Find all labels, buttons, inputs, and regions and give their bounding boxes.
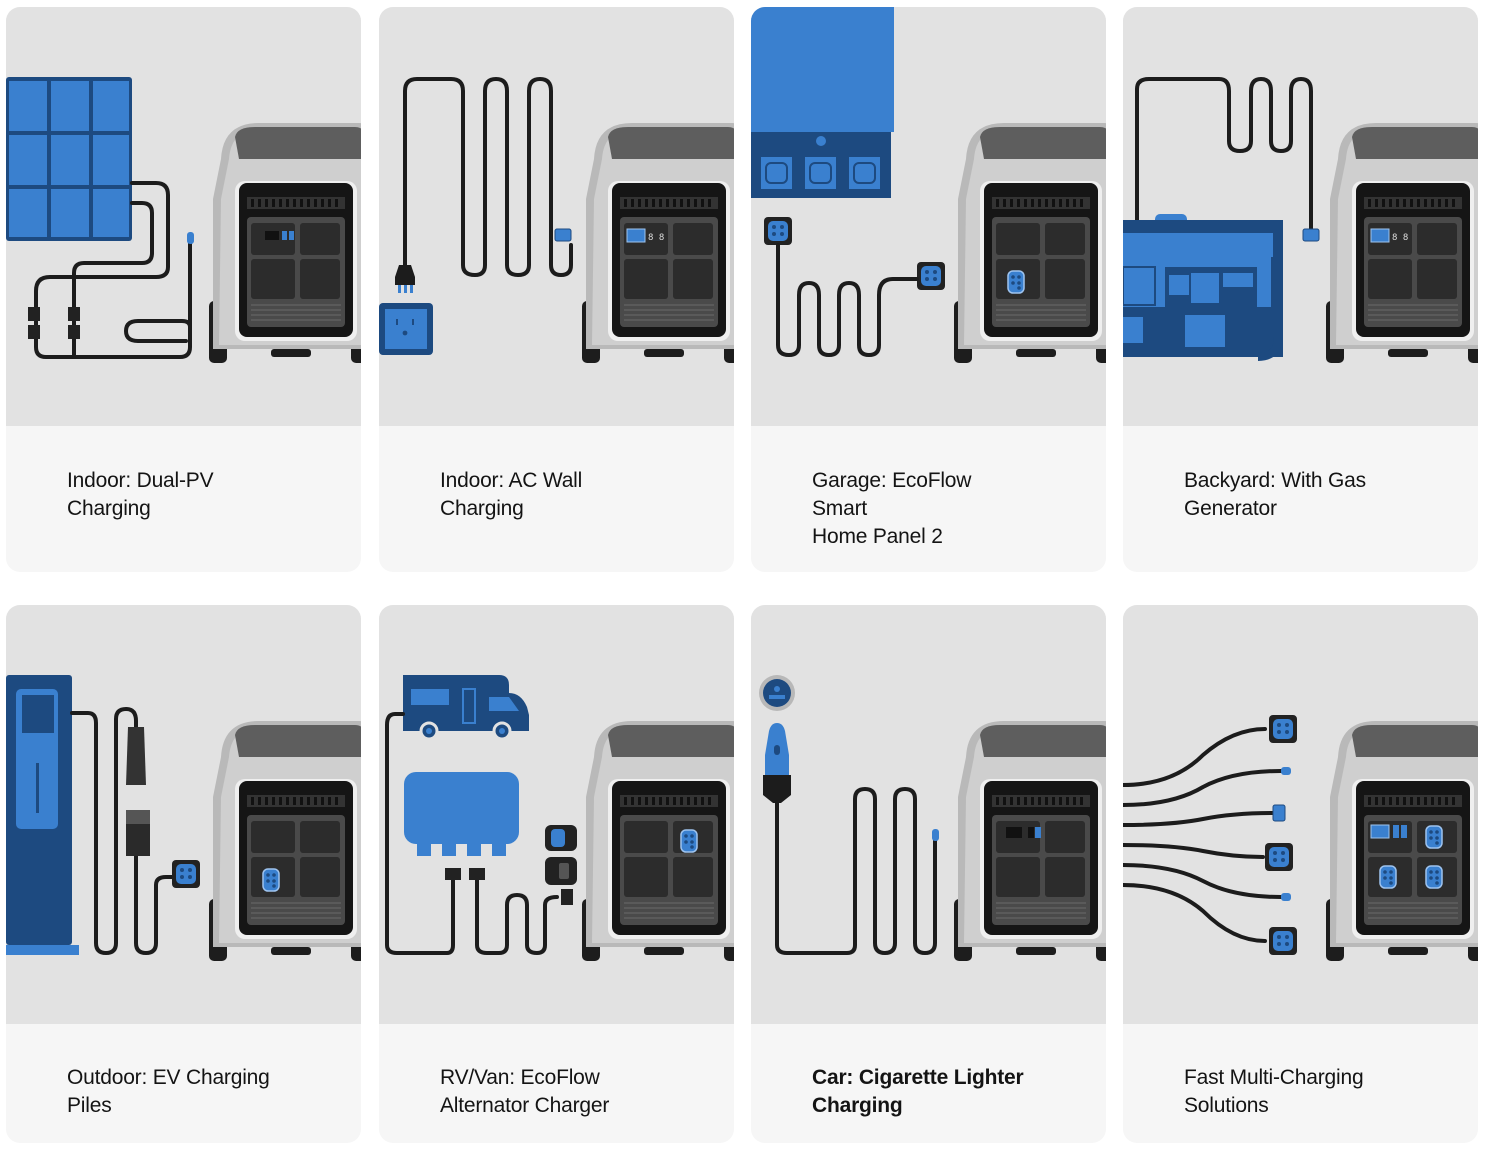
scenario-card-dual-pv[interactable]: Indoor: Dual-PV Charging (6, 7, 361, 572)
scenario-card-rv-alternator[interactable]: RV/Van: EcoFlow Alternator Charger (379, 605, 734, 1143)
card-title: Fast Multi-Charging Solutions (1184, 1066, 1364, 1117)
scenario-card-ac-wall[interactable]: 8 8 Indoor: AC Wall Charging (379, 7, 734, 572)
gas-generator-icon: 8 8 (1123, 7, 1478, 426)
wall-outlet-icon: 8 8 (379, 7, 734, 426)
card-title: Backyard: With Gas Generator (1184, 469, 1366, 520)
solar-panel-icon (6, 7, 361, 426)
power-station-icon (1325, 720, 1478, 962)
power-station-icon (581, 720, 734, 962)
scenario-card-ev-charging[interactable]: Outdoor: EV Charging Piles (6, 605, 361, 1143)
power-station-icon (208, 122, 361, 364)
card-title: Indoor: AC Wall Charging (440, 469, 583, 520)
power-station-icon (953, 122, 1106, 364)
power-station-icon (208, 720, 361, 962)
card-title: Outdoor: EV Charging Piles (67, 1066, 270, 1117)
power-station-icon (1325, 122, 1478, 364)
smart-home-panel-icon (751, 7, 1106, 426)
scenario-card-gas-generator[interactable]: 8 8 Backyard: With Gas Generator (1123, 7, 1478, 572)
car-cigarette-lighter-icon (751, 605, 1106, 1024)
scenario-card-cigarette-lighter[interactable]: Car: Cigarette Lighter Charging (751, 605, 1106, 1143)
svg-text:8 8: 8 8 (648, 233, 664, 243)
svg-text:8 8: 8 8 (1392, 233, 1408, 243)
scenario-card-smart-home-panel[interactable]: Garage: EcoFlow Smart Home Panel 2 (751, 7, 1106, 572)
scenario-card-multi-charging[interactable]: Fast Multi-Charging Solutions (1123, 605, 1478, 1143)
rv-alternator-icon (379, 605, 734, 1024)
card-title: RV/Van: EcoFlow Alternator Charger (440, 1066, 610, 1117)
ev-charging-pile-icon (6, 605, 361, 1024)
power-station-icon (953, 720, 1106, 962)
card-title: Indoor: Dual-PV Charging (67, 469, 214, 520)
card-title: Garage: EcoFlow Smart Home Panel 2 (812, 469, 972, 548)
card-title: Car: Cigarette Lighter Charging (812, 1066, 1024, 1117)
power-station-icon (581, 122, 734, 364)
multi-cable-icon (1123, 605, 1478, 1024)
